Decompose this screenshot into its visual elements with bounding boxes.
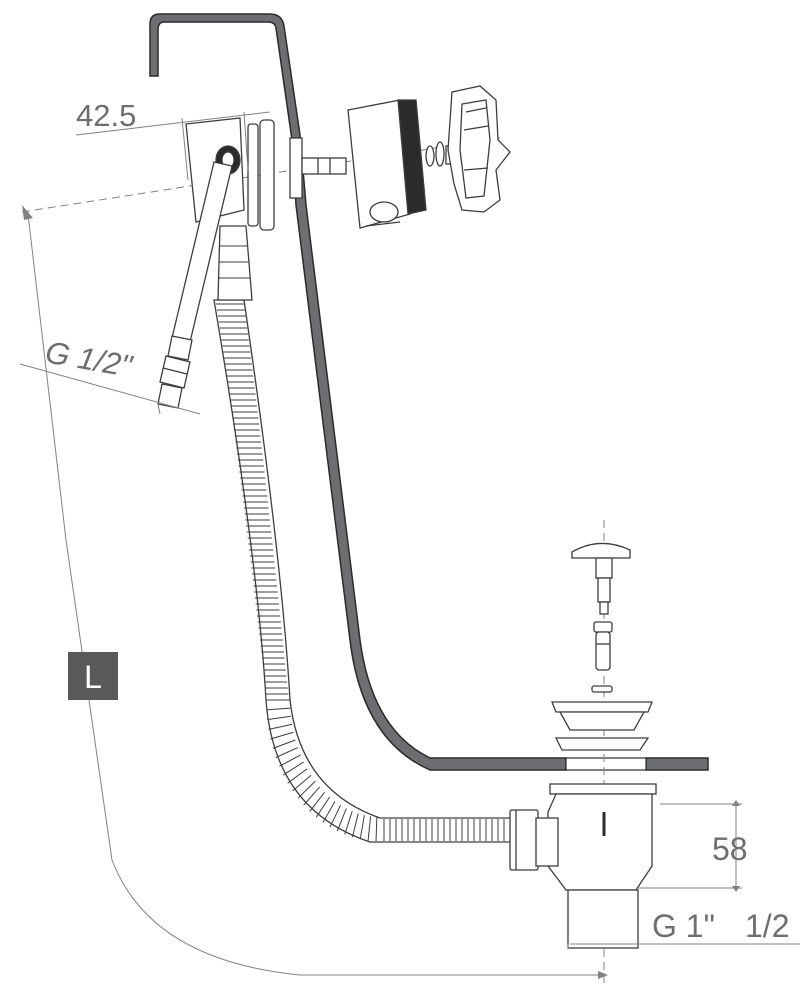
hose-rib: [279, 754, 301, 767]
hose-rib: [268, 723, 293, 730]
hose-rib: [329, 804, 341, 828]
hose-rib: [303, 786, 321, 806]
drain-assembly: [509, 542, 657, 949]
hose-rib: [359, 815, 365, 840]
dimension-lines: [19, 111, 800, 976]
hose-rib: [283, 761, 304, 776]
hose-rib: [315, 796, 331, 818]
hose-rib: [309, 791, 325, 812]
hose-rib: [266, 707, 291, 711]
overflow-assembly: [185, 85, 511, 231]
hose-rib: [336, 808, 347, 832]
hose-rib: [267, 715, 291, 721]
hose-rib: [270, 731, 294, 740]
hose-rib: [287, 768, 308, 784]
hose-rib: [351, 813, 359, 838]
length-badge-text: L: [84, 659, 102, 695]
outlet-thread-label: G 1": [652, 908, 715, 944]
hose-rib: [344, 811, 353, 835]
hose-rib: [292, 774, 312, 792]
bathtub-wall: [149, 13, 709, 771]
hose-rib: [375, 816, 378, 842]
corrugated-hose: [213, 225, 521, 843]
dimension-arrows: [22, 205, 740, 979]
hose-rib: [322, 801, 336, 823]
hose-rib: [272, 739, 296, 749]
width-dimension-label: 42.5: [76, 98, 136, 133]
hose-rib: [367, 816, 372, 841]
length-badge: L: [68, 652, 118, 700]
outlet-thread-fraction: 1/2: [745, 908, 789, 944]
supply-hose: [157, 161, 233, 409]
height-dimension-label: 58: [712, 831, 748, 867]
hose-rib: [297, 780, 316, 799]
hose-thread-label: G 1/2": [43, 334, 137, 384]
hose-rib: [275, 747, 298, 758]
